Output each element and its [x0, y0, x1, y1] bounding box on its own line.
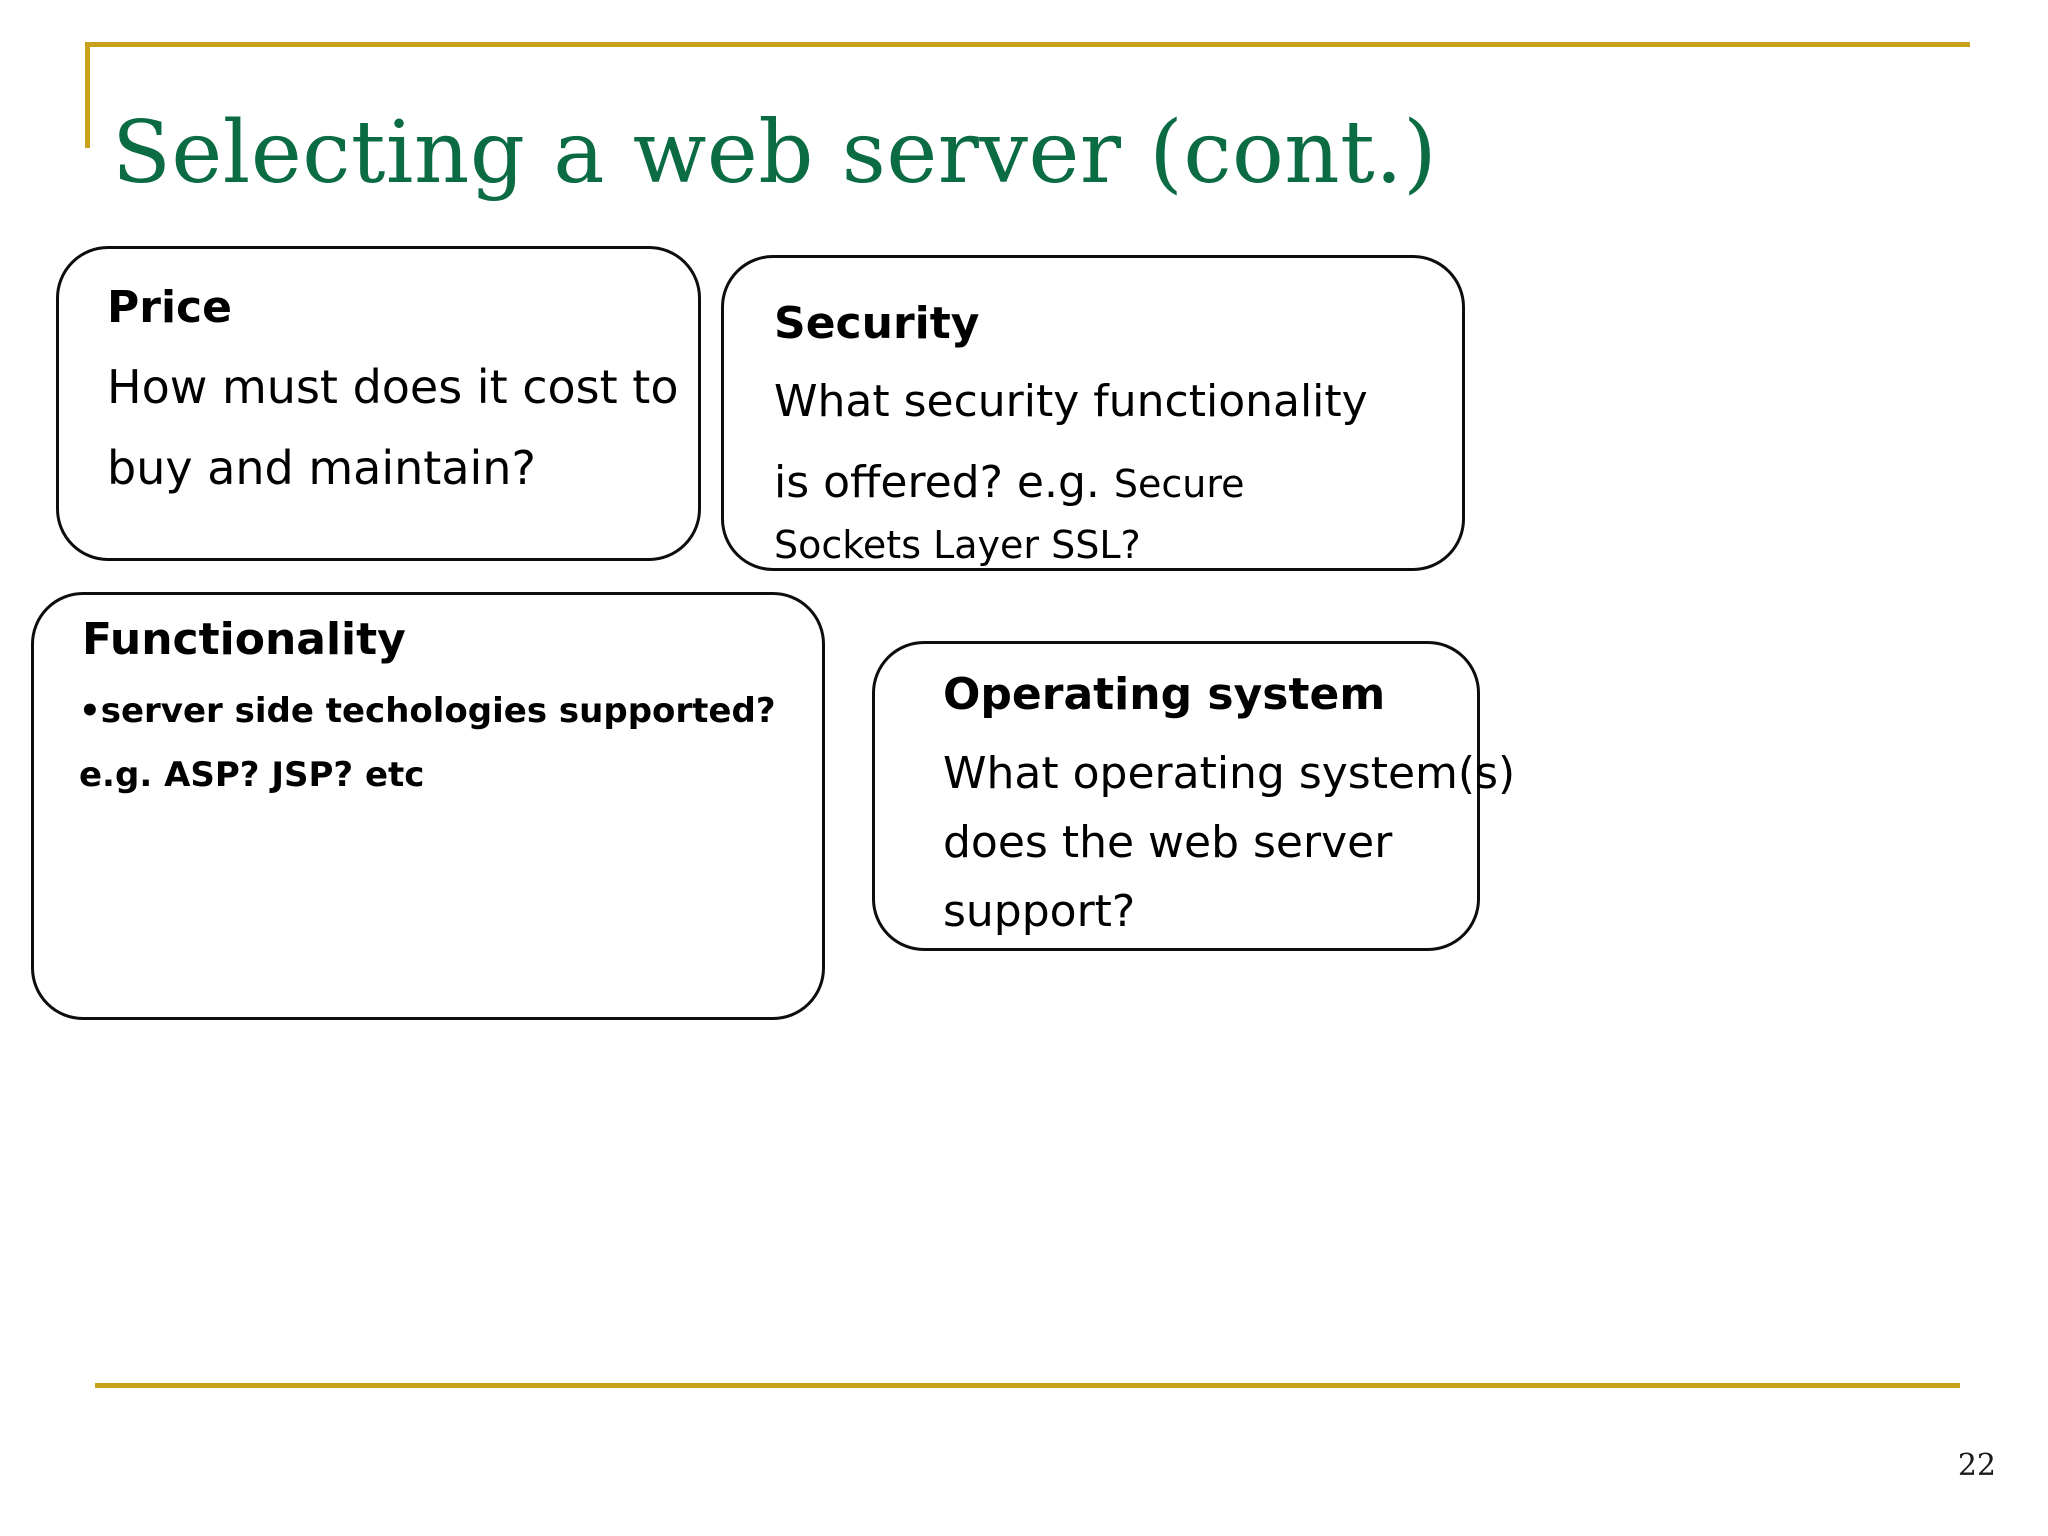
operating-system-box-heading: Operating system: [943, 669, 1386, 720]
operating-system-box-line-3: support?: [943, 886, 1136, 937]
security-box-line-2-main: is offered? e.g.: [774, 457, 1100, 508]
bottom-gold-rule: [95, 1383, 1960, 1388]
price-box-line-2: buy and maintain?: [107, 441, 536, 495]
top-gold-rule: [85, 42, 1970, 47]
security-box-heading: Security: [774, 298, 980, 349]
security-box: Security What security functionality is …: [721, 255, 1465, 571]
operating-system-box: Operating system What operating system(s…: [872, 641, 1515, 951]
operating-system-box-line-1: What operating system(s): [943, 748, 1516, 799]
security-box-line-3: Sockets Layer SSL?: [774, 523, 1141, 567]
page-title: Selecting a web server (cont.): [112, 103, 1438, 203]
page-number: 22: [1957, 1448, 1996, 1483]
left-gold-rule-stub: [85, 42, 90, 148]
security-box-line-1: What security functionality: [774, 376, 1368, 427]
functionality-box: Functionality •server side techologies s…: [31, 592, 825, 1020]
security-box-line-2-small: Secure: [1113, 462, 1245, 506]
functionality-box-heading: Functionality: [82, 614, 406, 665]
functionality-box-bullet-1: •server side techologies supported?: [79, 691, 776, 731]
price-box-heading: Price: [107, 282, 232, 333]
functionality-box-line-1: e.g. ASP? JSP? etc: [79, 755, 425, 795]
price-box: Price How must does it cost to buy and m…: [56, 246, 701, 561]
operating-system-box-line-2: does the web server: [943, 817, 1393, 868]
price-box-line-1: How must does it cost to: [107, 360, 679, 414]
security-box-line-2: is offered? e.g. Secure: [774, 457, 1245, 508]
